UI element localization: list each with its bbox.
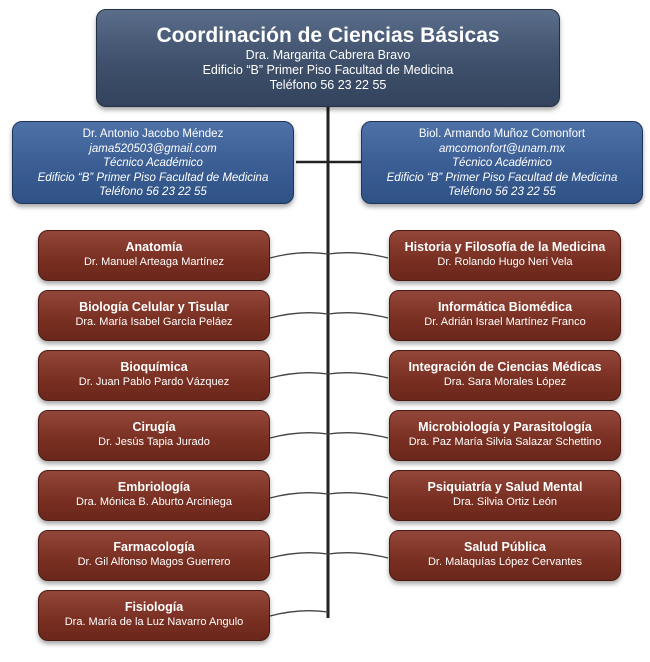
department-name: Cirugía xyxy=(132,420,176,434)
department-head: Dr. Juan Pablo Pardo Vázquez xyxy=(78,376,230,388)
department-head: Dra. Sara Morales López xyxy=(443,376,567,388)
assistant-name: Biol. Armando Muñoz Comonfort xyxy=(418,128,586,140)
department-head: Dra. Silvia Ortiz León xyxy=(453,496,557,508)
department-head: Dr. Malaquías López Cervantes xyxy=(427,556,583,568)
department-box-salud-publica: Salud Pública Dr. Malaquías López Cervan… xyxy=(389,530,621,581)
department-head: Dra. Paz María Silvia Salazar Schettino xyxy=(408,436,602,448)
department-name: Fisiología xyxy=(124,600,184,614)
department-head: Dra. Mónica B. Aburto Arciniega xyxy=(76,496,232,508)
department-name: Informática Biomédica xyxy=(437,300,573,314)
assistant-phone: Teléfono 56 23 22 55 xyxy=(99,186,207,198)
assistant-phone: Teléfono 56 23 22 55 xyxy=(448,186,556,198)
assistant-box-left: Dr. Antonio Jacobo Méndez jama520503@gma… xyxy=(12,121,294,204)
department-name: Bioquímica xyxy=(120,360,188,374)
department-head: Dr. Rolando Hugo Neri Vela xyxy=(437,256,573,268)
department-box-psiquiatria: Psiquiatría y Salud Mental Dra. Silvia O… xyxy=(389,470,621,521)
coordinator-name: Dra. Margarita Cabrera Bravo xyxy=(245,48,411,62)
department-box-informatica: Informática Biomédica Dr. Adrián Israel … xyxy=(389,290,621,341)
department-box-cirugia: Cirugía Dr. Jesús Tapia Jurado xyxy=(38,410,270,461)
department-head: Dr. Manuel Arteaga Martínez xyxy=(83,256,224,268)
assistant-role: Técnico Académico xyxy=(452,157,552,169)
department-box-integracion: Integración de Ciencias Médicas Dra. Sar… xyxy=(389,350,621,401)
department-name: Anatomía xyxy=(125,240,183,254)
assistant-location: Edificio “B” Primer Piso Facultad de Med… xyxy=(386,171,618,184)
assistant-email: jama520503@gmail.com xyxy=(89,142,217,155)
department-name: Integración de Ciencias Médicas xyxy=(408,360,602,374)
department-head: Dra. María Isabel García Peláez xyxy=(75,316,233,328)
assistant-email: amcomonfort@unam.mx xyxy=(438,142,566,155)
department-box-embriologia: Embriología Dra. Mónica B. Aburto Arcini… xyxy=(38,470,270,521)
department-name: Microbiología y Parasitología xyxy=(418,420,592,434)
department-box-fisiologia: Fisiología Dra. María de la Luz Navarro … xyxy=(38,590,270,641)
department-box-farmacologia: Farmacología Dr. Gil Alfonso Magos Guerr… xyxy=(38,530,270,581)
assistant-role: Técnico Académico xyxy=(103,157,203,169)
department-head: Dra. María de la Luz Navarro Angulo xyxy=(64,616,244,628)
department-box-anatomia: Anatomía Dr. Manuel Arteaga Martínez xyxy=(38,230,270,281)
department-head: Dr. Adrián Israel Martínez Franco xyxy=(424,316,586,328)
department-box-bioquimica: Bioquímica Dr. Juan Pablo Pardo Vázquez xyxy=(38,350,270,401)
department-name: Embriología xyxy=(117,480,191,494)
department-box-microbiologia: Microbiología y Parasitología Dra. Paz M… xyxy=(389,410,621,461)
coordination-title: Coordinación de Ciencias Básicas xyxy=(156,24,500,47)
assistant-name: Dr. Antonio Jacobo Méndez xyxy=(82,128,224,140)
department-name: Historia y Filosofía de la Medicina xyxy=(404,240,606,254)
department-head: Dr. Jesús Tapia Jurado xyxy=(98,436,210,448)
coordinator-phone: Teléfono 56 23 22 55 xyxy=(269,78,387,92)
department-head: Dr. Gil Alfonso Magos Guerrero xyxy=(77,556,231,568)
department-name: Biología Celular y Tisular xyxy=(79,300,229,314)
department-box-historia: Historia y Filosofía de la Medicina Dr. … xyxy=(389,230,621,281)
coordinator-location: Edificio “B” Primer Piso Facultad de Med… xyxy=(202,63,454,77)
assistant-box-right: Biol. Armando Muñoz Comonfort amcomonfor… xyxy=(361,121,643,204)
department-name: Farmacología xyxy=(113,540,195,554)
coordination-box: Coordinación de Ciencias Básicas Dra. Ma… xyxy=(96,9,560,107)
department-box-biologia-celular: Biología Celular y Tisular Dra. María Is… xyxy=(38,290,270,341)
assistant-location: Edificio “B” Primer Piso Facultad de Med… xyxy=(37,171,269,184)
department-name: Salud Pública xyxy=(464,540,546,554)
department-name: Psiquiatría y Salud Mental xyxy=(427,480,583,494)
